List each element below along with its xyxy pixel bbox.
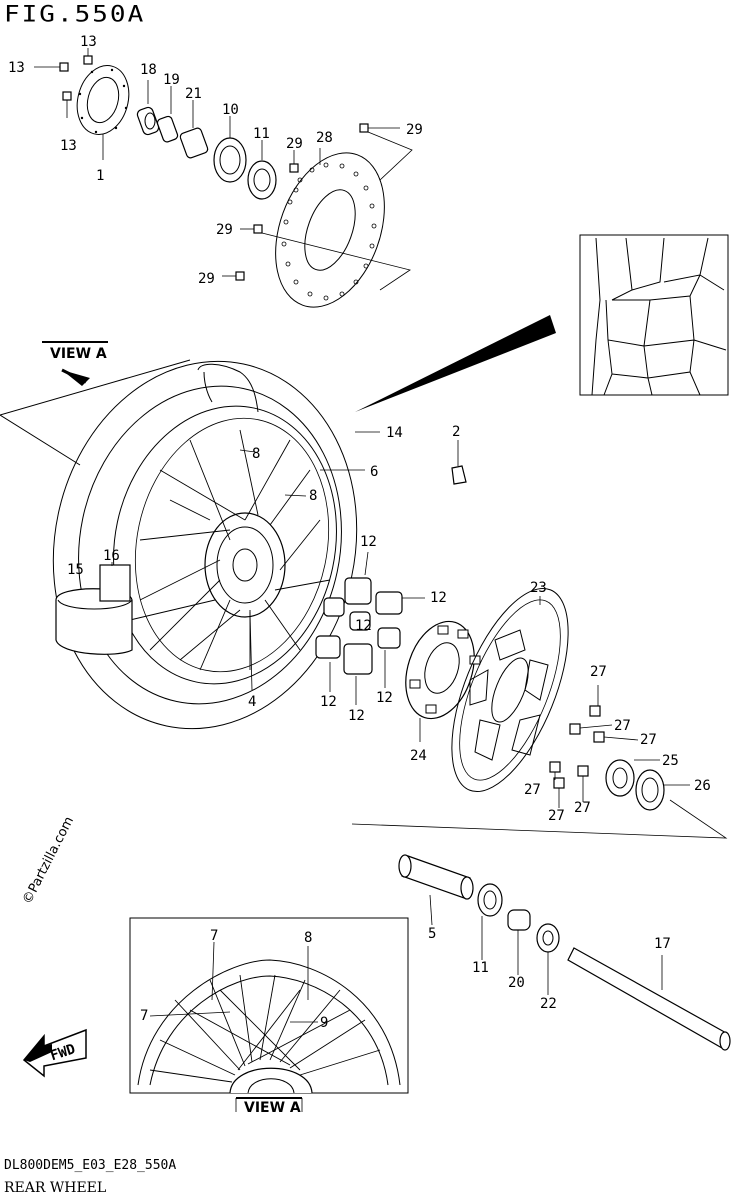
callout-27: 27 (640, 732, 657, 748)
callout-25: 25 (662, 753, 679, 769)
callout-1: 1 (96, 168, 104, 184)
callout-7: 7 (210, 928, 218, 944)
callout-22: 22 (540, 996, 557, 1012)
callout-29: 29 (198, 271, 215, 287)
callout-27: 27 (574, 800, 591, 816)
section-name: REAR WHEEL (4, 1180, 107, 1196)
callout-14: 14 (386, 425, 403, 441)
wheel-leaders (111, 431, 380, 691)
view-a-top-text: VIEW A (50, 346, 107, 362)
callout-24: 24 (410, 748, 427, 764)
callout-7: 7 (140, 1008, 148, 1024)
callout-8: 8 (304, 930, 312, 946)
forward-badge: FWD (22, 1028, 87, 1078)
view-a-top-label: VIEW A (42, 341, 108, 386)
callout-5: 5 (428, 926, 436, 942)
callout-8: 8 (309, 488, 317, 504)
bearing-stack (136, 80, 277, 200)
callout-11: 11 (472, 960, 489, 976)
callout-27: 27 (614, 718, 631, 734)
callout-13: 13 (60, 138, 77, 154)
callout-29: 29 (286, 136, 303, 152)
callout-4: 4 (248, 694, 256, 710)
callout-labels: 13 13 13 1 18 19 21 10 11 28 29 29 29 29… (8, 34, 711, 1031)
rotor-screws (34, 48, 104, 160)
callout-28: 28 (316, 130, 333, 146)
callout-27: 27 (524, 782, 541, 798)
callout-12: 12 (355, 618, 372, 634)
valve-cap (451, 440, 467, 485)
callout-12: 12 (320, 694, 337, 710)
view-a-bottom-text: VIEW A (244, 1100, 301, 1116)
callout-13: 13 (80, 34, 97, 50)
callout-8: 8 (252, 446, 260, 462)
callout-29: 29 (406, 122, 423, 138)
callout-18: 18 (140, 62, 157, 78)
axle-group (398, 854, 731, 1051)
callout-9: 9 (320, 1015, 328, 1031)
callout-13: 13 (8, 60, 25, 76)
callout-27: 27 (548, 808, 565, 824)
brake-disc (275, 148, 385, 308)
callout-11: 11 (253, 126, 270, 142)
callout-21: 21 (185, 86, 202, 102)
callout-17: 17 (654, 936, 671, 952)
view-a-bottom-inset: VIEW A (129, 917, 409, 1116)
disc-bolts (222, 123, 413, 291)
callout-12: 12 (348, 708, 365, 724)
callout-27: 27 (590, 664, 607, 680)
callout-26: 26 (694, 778, 711, 794)
callout-2: 2 (452, 424, 460, 440)
model-code: DL800DEM5_E03_E28_550A (4, 1158, 177, 1173)
rim-strip (55, 564, 133, 655)
callout-29: 29 (216, 222, 233, 238)
carrier-bearing-and-seal (351, 759, 728, 839)
sensor-rotor (76, 65, 130, 135)
forward-text: FWD (48, 1041, 77, 1064)
callout-20: 20 (508, 975, 525, 991)
callout-15: 15 (67, 562, 84, 578)
figure-title: FIG.550A (4, 2, 146, 28)
callout-23: 23 (530, 580, 547, 596)
sprocket-nuts (549, 685, 639, 808)
callout-16: 16 (103, 548, 120, 564)
tread-detail-inset (579, 234, 729, 396)
sprocket-carrier (405, 620, 481, 742)
callout-12: 12 (360, 534, 377, 550)
rear-sprocket (451, 587, 569, 793)
callout-19: 19 (163, 72, 180, 88)
inset-pointer (355, 315, 556, 412)
callout-6: 6 (370, 464, 378, 480)
cush-dampers (315, 551, 425, 705)
rear-wheel-assembly (0, 359, 358, 730)
callout-12: 12 (430, 590, 447, 606)
callout-12: 12 (376, 690, 393, 706)
callout-10: 10 (222, 102, 239, 118)
